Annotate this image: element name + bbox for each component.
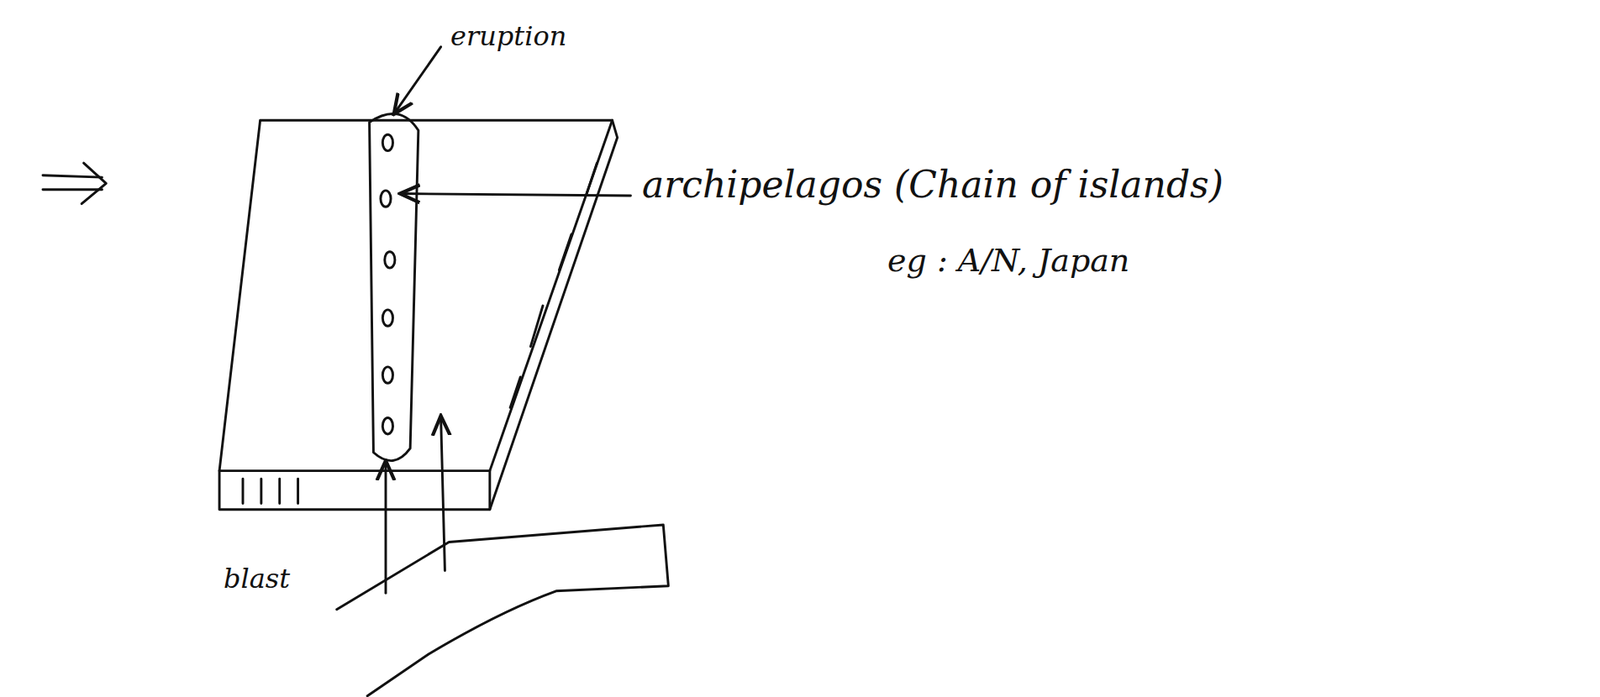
- plate-block: [219, 120, 618, 511]
- annotation-label: archipelagos (Chain of islands): [642, 164, 1224, 206]
- magma-arrow: [384, 460, 388, 594]
- magma-arrow: [441, 415, 446, 571]
- leader-line: [400, 194, 631, 196]
- annotation-label: eg : A/N, Japan: [887, 243, 1130, 279]
- annotation-label: blast: [223, 564, 290, 595]
- annotation-label: eruption: [450, 21, 567, 52]
- leader-line: [394, 47, 442, 115]
- island-chain: [369, 114, 419, 462]
- implies-arrow: [42, 163, 106, 205]
